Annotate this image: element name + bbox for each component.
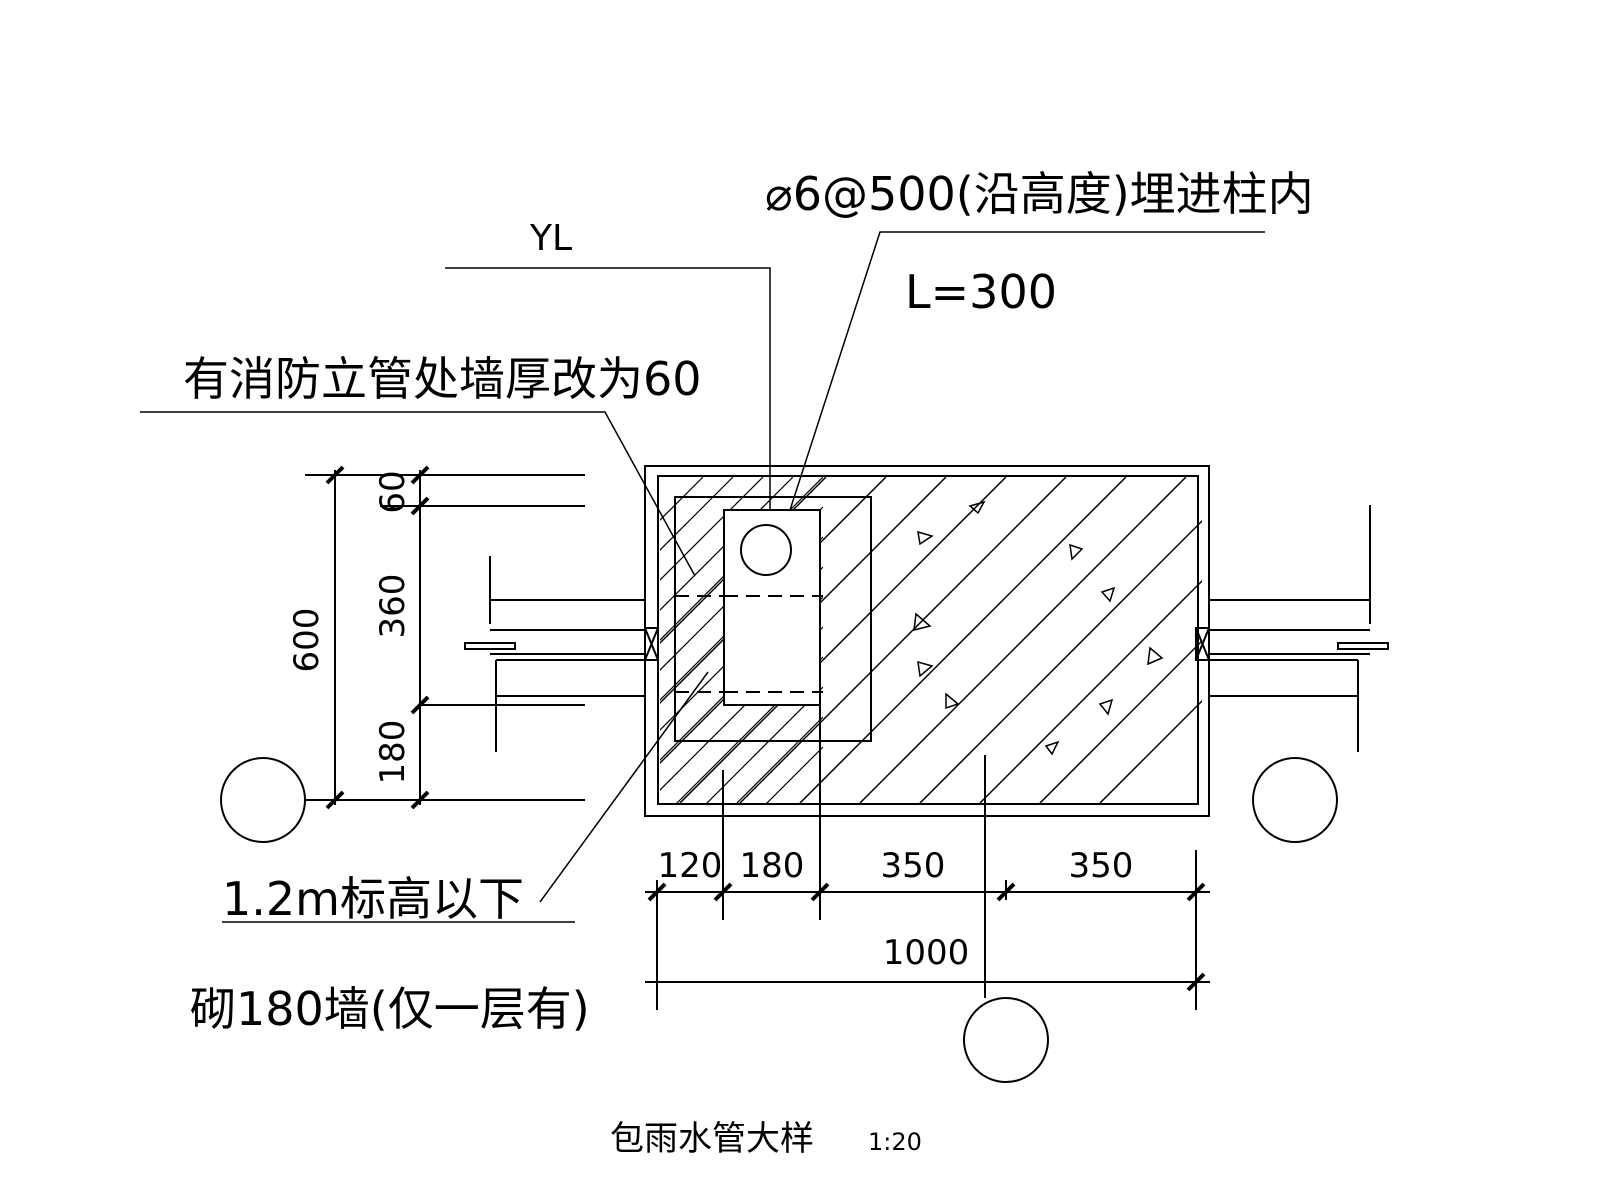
column-hatch	[660, 477, 1202, 803]
pipe-label: YL	[529, 218, 572, 259]
rebar-length: L=300	[905, 265, 1057, 319]
dim-vertical-segment-2: 360	[373, 574, 413, 639]
dim-vertical-total: 600	[287, 608, 327, 673]
dim-horizontal-segment-3: 350	[881, 846, 946, 886]
lower-wall-note-line2: 砌180墙(仅一层有)	[190, 982, 590, 1036]
left-wall-lines	[464, 556, 659, 752]
rebar-note: ⌀6@500(沿高度)埋进柱内	[765, 167, 1314, 221]
horizontal-dimension-lines	[645, 700, 1210, 1010]
wall-thickness-note: 有消防立管处墙厚改为60	[183, 352, 702, 406]
aggregate-marks	[913, 500, 1164, 756]
right-wall-lines	[1195, 505, 1389, 752]
dim-horizontal-segment-4: 350	[1069, 846, 1134, 886]
dim-horizontal-segment-1: 120	[658, 846, 723, 886]
dim-vertical-segment-3: 180	[373, 720, 413, 785]
lower-wall-note-line1: 1.2m标高以下	[222, 872, 524, 926]
rain-pipe-circle	[740, 524, 792, 576]
axis-bubble-left	[220, 757, 306, 843]
dim-horizontal-total: 1000	[883, 933, 970, 973]
drawing-scale: 1:20	[868, 1128, 922, 1156]
dim-vertical-segment-1: 60	[373, 470, 413, 513]
drawing-title: 包雨水管大样	[610, 1119, 814, 1159]
dim-horizontal-segment-2: 180	[740, 846, 805, 886]
leader-lines	[140, 231, 1265, 923]
axis-bubble-right	[1252, 757, 1338, 843]
axis-bubble-bottom	[963, 997, 1049, 1083]
pipe-box-outer	[674, 496, 872, 742]
vertical-dimension-lines	[305, 465, 585, 810]
